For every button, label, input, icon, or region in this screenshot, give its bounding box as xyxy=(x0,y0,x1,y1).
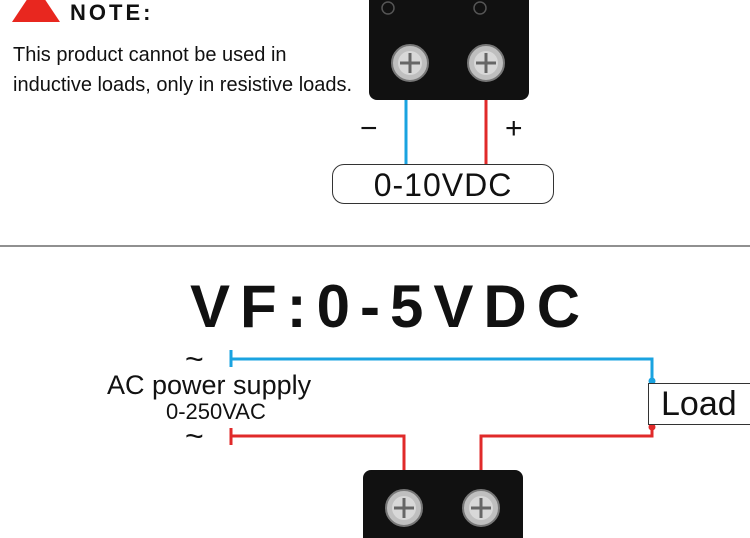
top-left-screw-icon xyxy=(391,44,429,82)
control-voltage-range: 0-10VDC xyxy=(332,164,554,204)
note-body: This product cannot be used in inductive… xyxy=(13,44,353,96)
load-box: Load xyxy=(648,383,750,425)
bottom-left-screw-icon xyxy=(385,489,423,527)
supply-positive-wire xyxy=(229,425,654,470)
ac-tilde-bottom: ~ xyxy=(185,418,204,454)
ac-supply-range: 0-250VAC xyxy=(166,399,266,424)
vf-title: VF:0-5VDC xyxy=(189,273,591,340)
negative-terminal-label: − xyxy=(360,112,378,145)
warning-triangle-icon xyxy=(12,0,60,22)
load-bottom-junction xyxy=(648,423,656,431)
positive-terminal-label: + xyxy=(505,112,523,145)
top-terminal-block xyxy=(369,0,529,100)
top-right-screw-icon xyxy=(467,44,505,82)
ac-tilde-top: ~ xyxy=(185,341,204,377)
supply-negative-wire xyxy=(229,350,654,383)
note-title: NOTE: xyxy=(70,0,154,25)
load-top-junction xyxy=(648,377,656,385)
bottom-right-screw-icon xyxy=(462,489,500,527)
ac-supply-label: AC power supply xyxy=(107,370,312,400)
